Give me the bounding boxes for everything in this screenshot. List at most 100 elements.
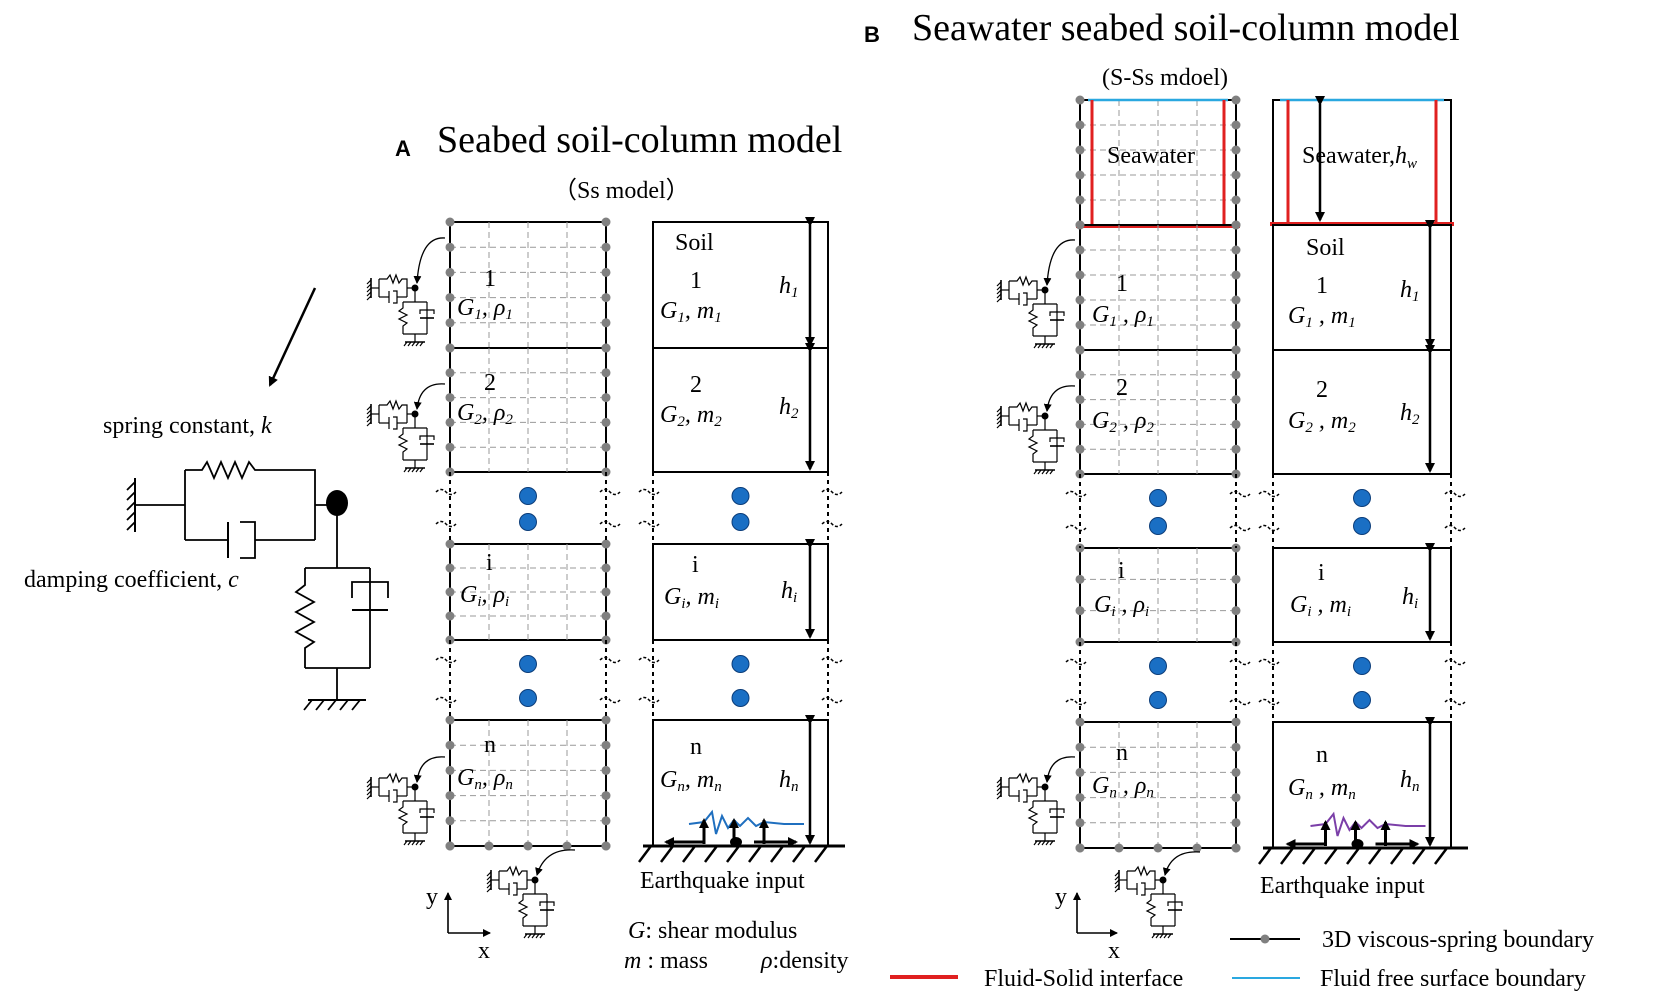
boundary-node [1075,95,1085,105]
wall-hatch [1114,871,1120,877]
break-mark [1444,524,1466,532]
damper [419,808,435,813]
damper [419,435,435,440]
axis-x-label: x [478,938,490,964]
layer-param: Gn, mn [660,767,722,795]
boundary-node [1231,742,1241,752]
boundary-node [601,217,611,227]
ground-hatch [1037,343,1042,349]
axis-y-label: y [1055,884,1067,910]
ground-hatch [1045,840,1050,846]
wall-hatch [996,419,1002,425]
ground-hatch [1037,840,1042,846]
attach-arrow [1043,239,1076,286]
boundary-node [1075,120,1085,130]
ellipsis-dot [1149,517,1167,535]
ground-hatch [1045,343,1050,349]
break-mark [821,488,843,496]
attach-arrow [535,849,576,876]
boundary-node [1075,717,1085,727]
boundary-node [445,765,455,775]
break-mark [1444,658,1466,666]
wall-hatch [486,875,492,881]
bedrock-hatch [748,845,762,863]
break-mark [599,656,621,664]
ellipsis-dot [731,513,750,531]
ground-hatch [1167,933,1172,939]
panel-b-axes [1073,892,1118,937]
break-mark [638,656,660,664]
ground-hatch [1041,840,1046,846]
boundary-node [445,343,455,353]
attach-arrow [1043,756,1076,783]
boundary-node [1231,295,1241,305]
bedrock-hatch [1434,847,1448,865]
spring [397,302,409,334]
layer-number: 2 [484,370,496,396]
bedrock-hatch [1390,847,1404,865]
break-mark [599,488,621,496]
spring [379,772,408,787]
spring [379,273,408,288]
damper [513,882,518,896]
boundary-node [1231,717,1241,727]
ground-hatch [1037,469,1042,475]
wall-hatch [996,407,1002,413]
ground-hatch [411,840,416,846]
panel-b-soil-labels: Seawater,hw Soil 1 G1 , m1 h1 2 G2 , m2 … [1260,143,1425,899]
bedrock-hatch [1412,847,1426,865]
bedrock-hatch [1280,847,1294,865]
spring-damper-symbol [996,275,1065,349]
ground-hatch [1151,933,1156,939]
break-mark [638,520,660,528]
ellipsis-dot [1149,489,1167,507]
layer-height: h2 [779,394,799,422]
damper [393,789,398,803]
wall-hatch [366,405,372,411]
wall-hatch [366,778,372,784]
boundary-node [1231,245,1241,255]
ground-hatch [1041,343,1046,349]
panel-a-letter: A [395,136,411,161]
legend-shear-modulus: G: shear modulus [628,918,797,944]
layer-height: hn [1400,767,1420,795]
damper [1167,901,1183,906]
boundary-node [601,442,611,452]
soil-label: Soil [1306,235,1345,261]
wall-hatch [996,411,1002,417]
ground-hatch [407,467,412,473]
layer-param: Gn , ρn [1092,773,1154,801]
boundary-node [1075,295,1085,305]
layer-number: n [690,734,702,760]
panel-a-mesh-labels: 1 G1, ρ1 2 G2, ρ2 i Gi, ρi n Gn, ρn [457,266,513,793]
boundary-node [601,791,611,801]
boundary-node [1075,767,1085,777]
ground-hatch [403,467,408,473]
attach-arrow [1162,851,1201,876]
bedrock-hatch [638,845,652,863]
wall-hatch [1114,883,1120,889]
wall-hatch [366,279,372,285]
boundary-node [1231,606,1241,616]
boundary-node [1231,419,1241,429]
bedrock-hatch [770,845,784,863]
damper [393,290,398,304]
bedrock-hatch [792,845,806,863]
panel-a-title: Seabed soil-column model [437,119,842,161]
layer-height: h1 [1400,277,1420,305]
spring [1009,401,1038,416]
input-node [730,837,742,847]
attach-arrow [413,756,446,783]
boundary-node [1231,320,1241,330]
boundary-node [1075,574,1085,584]
break-mark [821,696,843,704]
wall-hatch [366,295,372,301]
ground-hatch [1033,469,1038,475]
break-mark [1258,658,1280,666]
boundary-node [601,765,611,775]
boundary-node [1231,370,1241,380]
ground-hatch [535,933,540,939]
ellipsis-dot [519,689,537,707]
layer-param: G1, ρ1 [457,295,513,323]
break-mark [1444,698,1466,706]
